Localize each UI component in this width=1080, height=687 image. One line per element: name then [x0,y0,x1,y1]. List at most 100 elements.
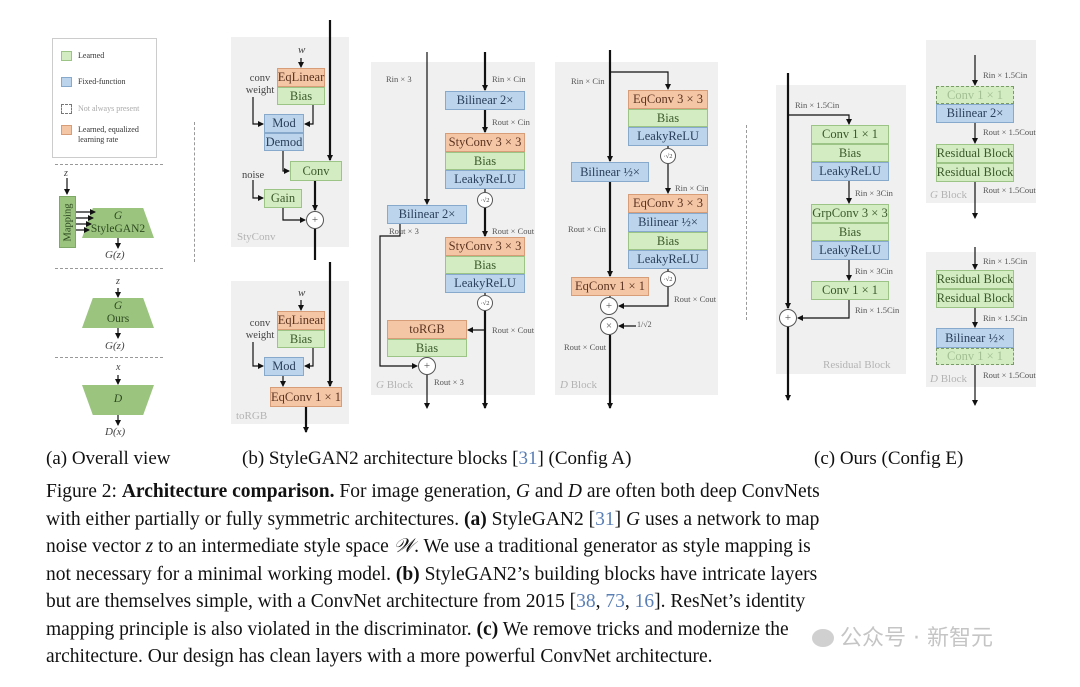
bilinear-downsample-skip-block: Bilinear ½× [571,162,649,182]
caption-text: uses a network to map [640,508,820,530]
caption-text: Figure 2: [46,481,122,502]
mapping-network: Mapping [59,196,76,248]
optional-conv-1x1-block: Conv 1 × 1 [936,348,1014,365]
dim-label: Rout × Cin [492,117,530,127]
eqlinear-block: EqLinear [277,311,325,330]
dim-label: Rout × 1.5Cout [983,185,1036,195]
caption-text: z [145,536,154,557]
ours-output-label: G(z) [105,340,125,352]
bias-block: Bias [811,223,889,241]
bilinear-downsample-block: Bilinear ½× [628,213,708,232]
citation-link[interactable]: 38 [576,591,596,612]
scale-sqrt2-node: ·√2 [477,295,493,311]
styconv-title: StyConv [237,231,276,243]
caption-text: D [567,481,582,502]
conv-1x1-block: Conv 1 × 1 [811,125,889,144]
scale-sqrt2-node: ·√2 [660,148,676,164]
caption-text: to an intermediate style space [153,536,394,557]
add-node: + [306,211,324,229]
dim-label: Rout × Cout [492,226,535,236]
optional-conv-1x1-block: Conv 1 × 1 [936,86,1014,104]
torgb-block: toRGB [387,320,467,339]
caption-line: architecture. Our design has clean layer… [46,643,1056,671]
wechat-icon [812,629,834,647]
dim-label: Rout × Cout [674,294,717,304]
citation-link[interactable]: 31 [518,448,538,469]
disc-output-label: D(x) [105,426,126,438]
caption-text: not necessary for a minimal working mode… [46,563,396,585]
legend: Learned Fixed-function Not always presen… [52,38,157,158]
demod-block: Demod [264,133,304,151]
gblock-title: G Block [376,379,413,391]
citation-link[interactable]: 31 [595,508,615,530]
ours-gblock-title: G Block [930,189,967,201]
caption-text: Architecture comparison. [121,481,335,502]
multiply-node: × [600,317,618,335]
caption-text: For image generation, [334,481,516,502]
noise-label: noise [242,170,265,181]
bias-block: Bias [628,232,708,250]
bilinear-downsample-block: Bilinear ½× [936,328,1014,348]
separator [194,122,195,262]
conv-weight-label: conv weight [245,318,275,342]
leakyrelu-block: LeakyReLU [445,274,525,293]
styconv-block: StyConv 3 × 3 [445,133,525,152]
dim-label: Rout × Cout [492,325,535,335]
caption-line: Figure 2: Architecture comparison. For i… [46,478,1056,506]
caption-line: mapping principle is also violated in th… [46,616,1056,644]
w-label: w [298,44,306,56]
w-label: w [298,287,306,299]
subcaption-c: (c) Ours (Config E) [814,448,964,469]
learned-swatch [61,51,72,61]
dblock-title: D Block [560,379,597,391]
conv-weight-label: conv weight [245,73,275,97]
citation-link[interactable]: 16 [634,591,655,612]
ours-generator: G Ours [82,298,154,328]
figure-caption: Figure 2: Architecture comparison. For i… [46,478,1056,671]
dim-label: Rin × 3Cin [855,266,893,276]
bias-block: Bias [628,109,708,127]
dim-label: Rin × 3 [386,74,412,84]
dim-label: Rout × Cout [564,342,607,352]
caption-text: noise vector [46,536,146,557]
stylegan2-output-label: G(z) [105,249,125,261]
caption-text: architecture. Our design has clean layer… [46,646,713,667]
caption-text: We remove tricks and modernize the [498,618,789,640]
eqconv-3x3-block: EqConv 3 × 3 [628,90,708,109]
caption-line: but are themselves simple, with a ConvNe… [46,588,1056,616]
separator [55,268,163,269]
torgb-title: toRGB [236,410,268,422]
caption-line: noise vector z to an intermediate style … [46,533,1056,561]
legend-item-optional: Not always present [61,104,139,114]
add-node: + [418,357,436,375]
caption-text: (a) [464,508,487,530]
caption-text: , [595,591,606,612]
dim-label: Rin × 1.5Cin [855,305,900,315]
scale-sqrt2-node: ·√2 [477,192,493,208]
caption-text: and [530,481,568,502]
mod-block: Mod [264,357,304,376]
caption-text: 𝒲 [393,536,415,557]
residual-block: Residual Block [936,163,1014,182]
legend-item-equalized: Learned, equalized learning rate [61,125,153,144]
grpconv-3x3-block: GrpConv 3 × 3 [811,204,889,223]
disc-input-label: x [116,362,121,373]
leakyrelu-block: LeakyReLU [628,250,708,269]
eqconv-1x1-block: EqConv 1 × 1 [571,277,649,296]
separator [55,357,163,358]
scale-sqrt2-node: ·√2 [660,271,676,287]
citation-link[interactable]: 73 [605,591,625,612]
bias-block: Bias [277,330,325,348]
caption-text: G [625,508,641,530]
caption-text: (b) [395,563,420,585]
ours-dblock-title: D Block [930,373,967,385]
bilinear-upsample-block: Bilinear 2× [936,104,1014,123]
equalized-swatch [61,125,72,135]
caption-text: with either partially or fully symmetric… [46,508,465,530]
eqlinear-block: EqLinear [277,68,325,87]
bias-block: Bias [277,87,325,105]
residual-block: Residual Block [936,144,1014,163]
bias-block: Bias [445,256,525,274]
caption-text: ] [614,508,626,530]
leakyrelu-block: LeakyReLU [811,162,889,181]
